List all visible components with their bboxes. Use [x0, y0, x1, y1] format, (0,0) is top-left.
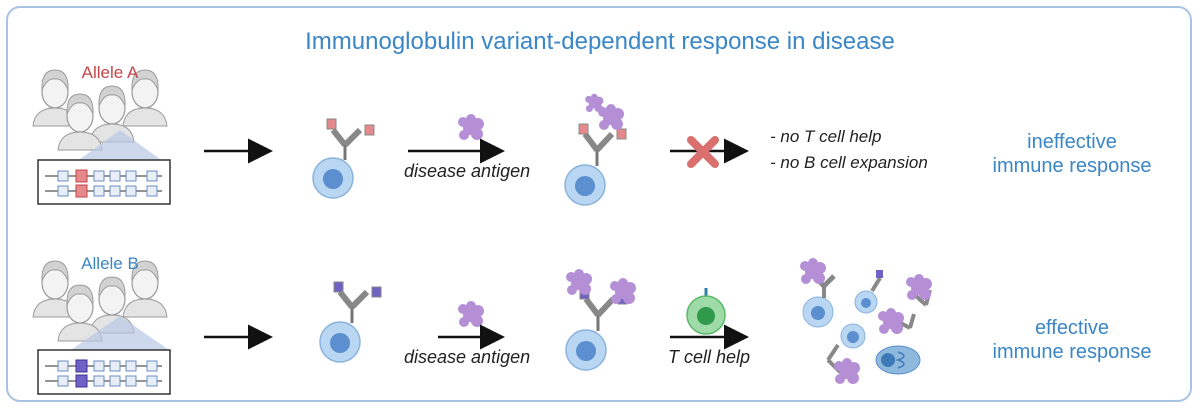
outcome-effective: effective immune response	[962, 316, 1182, 364]
allele-b-label: Allele B	[81, 254, 139, 273]
figure-title: Immunoglobulin variant-dependent respons…	[305, 28, 895, 55]
outcome-effective-line1: effective	[1034, 317, 1110, 339]
gene-locus-allele-a	[37, 159, 171, 205]
b-cell-expansion-cluster	[800, 258, 932, 384]
population-allele-b	[32, 260, 172, 352]
outcome-ineffective-line1: ineffective	[1027, 131, 1117, 153]
antigen-icon	[458, 301, 484, 327]
plasma-cell-icon	[875, 345, 921, 375]
disease-antigen-label-b: disease antigen	[404, 347, 531, 367]
allele-a-label: Allele A	[81, 63, 139, 82]
b-cell-allele-a	[312, 118, 375, 199]
note-no-t-cell-help: - no T cell help	[770, 127, 882, 146]
outcome-effective-line2: immune response	[992, 341, 1152, 363]
outcome-ineffective-line2: immune response	[992, 155, 1152, 177]
note-no-b-cell-expansion: - no B cell expansion	[770, 153, 928, 172]
gene-locus-allele-b	[37, 349, 171, 395]
population-allele-a	[32, 69, 172, 168]
antigen-icon	[458, 114, 484, 140]
block-x-icon	[687, 136, 719, 168]
b-cell-bound-allele-a	[564, 93, 627, 206]
b-cell-bound-allele-b	[565, 269, 636, 371]
t-cell-icon	[686, 288, 726, 335]
b-cell-allele-b	[319, 281, 382, 363]
outcome-ineffective: ineffective immune response	[962, 130, 1182, 178]
t-cell-help-label: T cell help	[668, 347, 751, 367]
disease-antigen-label-a: disease antigen	[404, 161, 531, 181]
